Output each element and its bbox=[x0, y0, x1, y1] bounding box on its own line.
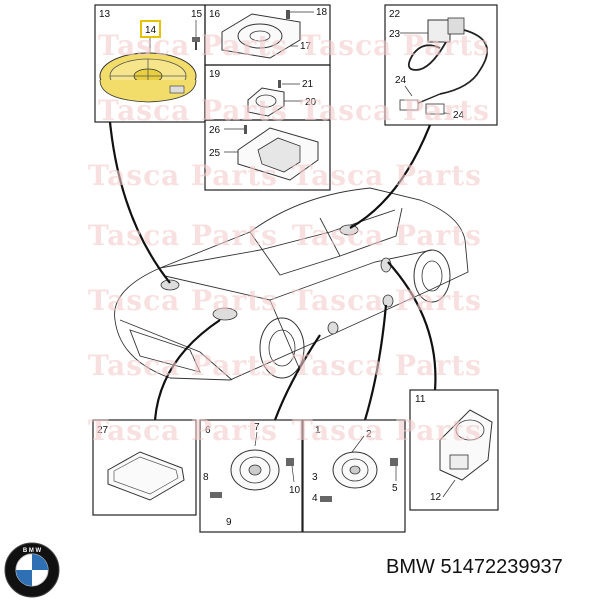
panel-door-speaker-plate: 16 18 17 bbox=[204, 4, 331, 66]
callout-23: 23 bbox=[389, 29, 401, 40]
screw-icon bbox=[320, 496, 332, 502]
screw-icon bbox=[244, 125, 247, 134]
panel-wiring-harness: 22 23 24 24 bbox=[384, 4, 498, 126]
callout-24-b: 24 bbox=[453, 110, 465, 121]
callout-26: 26 bbox=[209, 125, 221, 136]
clip-icon bbox=[390, 458, 398, 466]
svg-text:B M W: B M W bbox=[23, 548, 42, 554]
watermark-layer: Tasca Parts Tasca Parts Tasca Parts Tasc… bbox=[88, 29, 490, 447]
highlight-frame bbox=[140, 20, 161, 38]
callout-3: 3 bbox=[312, 472, 318, 483]
part-number-caption: BMW 51472239937 bbox=[386, 556, 596, 579]
callout-27: 27 bbox=[97, 425, 109, 436]
screw-icon bbox=[210, 492, 222, 498]
callout-21: 21 bbox=[302, 79, 314, 90]
watermark-text: Tasca Parts bbox=[292, 284, 482, 317]
watermark-text: Tasca Parts bbox=[300, 94, 490, 127]
callout-20: 20 bbox=[305, 97, 317, 108]
pointer-lines bbox=[108, 121, 437, 421]
callout-22: 22 bbox=[389, 9, 401, 20]
callout-10: 10 bbox=[289, 485, 301, 496]
panel-rear-shelf-speaker: 13 14 15 bbox=[94, 4, 206, 123]
watermark-text: Tasca Parts bbox=[300, 29, 490, 62]
callout-18: 18 bbox=[316, 7, 328, 18]
bmw-logo: B M W bbox=[4, 542, 60, 598]
callout-13: 13 bbox=[99, 9, 111, 20]
watermark-text: Tasca Parts bbox=[292, 219, 482, 252]
panel-rear-door-speaker: 1 2 3 4 5 bbox=[302, 419, 406, 533]
clip-icon bbox=[286, 458, 294, 466]
callout-6: 6 bbox=[205, 425, 211, 436]
callout-9: 9 bbox=[226, 517, 232, 528]
callout-8: 8 bbox=[203, 472, 209, 483]
callout-15: 15 bbox=[191, 9, 203, 20]
callout-2: 2 bbox=[366, 429, 372, 440]
callout-5: 5 bbox=[392, 483, 398, 494]
brand-name: BMW bbox=[386, 556, 435, 578]
oval-speaker-highlighted bbox=[99, 52, 197, 103]
callout-25: 25 bbox=[209, 148, 221, 159]
callout-11: 11 bbox=[415, 394, 426, 405]
watermark-text: Tasca Parts bbox=[98, 94, 288, 127]
watermark-text: Tasca Parts bbox=[88, 349, 278, 382]
watermark-text: Tasca Parts bbox=[292, 159, 482, 192]
callout-19: 19 bbox=[209, 69, 221, 80]
screw-icon bbox=[278, 80, 281, 88]
panel-dash-speaker: 11 12 bbox=[409, 389, 499, 511]
panel-center-speaker-mount: 26 25 bbox=[204, 119, 331, 191]
watermark-text: Tasca Parts bbox=[88, 414, 278, 447]
screw-icon bbox=[286, 10, 290, 19]
watermark-text: Tasca Parts bbox=[88, 284, 278, 317]
callout-1: 1 bbox=[315, 425, 321, 436]
callout-7: 7 bbox=[254, 422, 260, 433]
car-illustration bbox=[114, 187, 469, 381]
panel-grille-cover: 27 bbox=[92, 419, 197, 516]
callout-17: 17 bbox=[300, 41, 312, 52]
watermark-text: Tasca Parts bbox=[88, 159, 278, 192]
callout-24-a: 24 bbox=[395, 75, 407, 86]
callout-16: 16 bbox=[209, 9, 221, 20]
callout-12: 12 bbox=[430, 492, 442, 503]
watermark-text: Tasca Parts bbox=[292, 414, 482, 447]
screw-icon bbox=[192, 37, 200, 42]
panel-front-door-speaker: 6 7 8 9 10 bbox=[199, 419, 303, 533]
watermark-text: Tasca Parts bbox=[98, 29, 288, 62]
callout-14: 14 bbox=[145, 25, 157, 36]
watermark-text: Tasca Parts bbox=[292, 349, 482, 382]
part-number: 51472239937 bbox=[440, 556, 563, 578]
watermark-text: Tasca Parts bbox=[88, 219, 278, 252]
callout-4: 4 bbox=[312, 493, 318, 504]
